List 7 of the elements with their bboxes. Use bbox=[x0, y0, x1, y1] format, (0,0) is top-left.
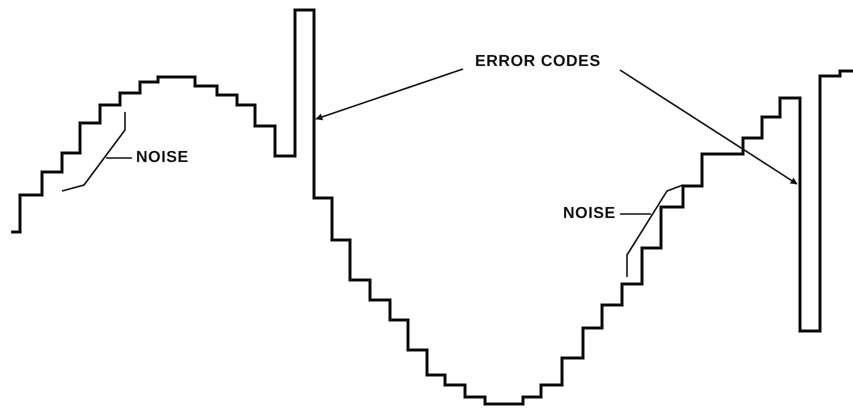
arrow bbox=[315, 68, 464, 120]
callout-label: NOISE bbox=[136, 150, 189, 166]
callout-label: NOISE bbox=[563, 206, 616, 222]
callout-label: ERROR CODES bbox=[475, 54, 601, 70]
arrow bbox=[620, 69, 798, 185]
leader-line bbox=[619, 184, 684, 278]
leader-line bbox=[61, 111, 133, 192]
